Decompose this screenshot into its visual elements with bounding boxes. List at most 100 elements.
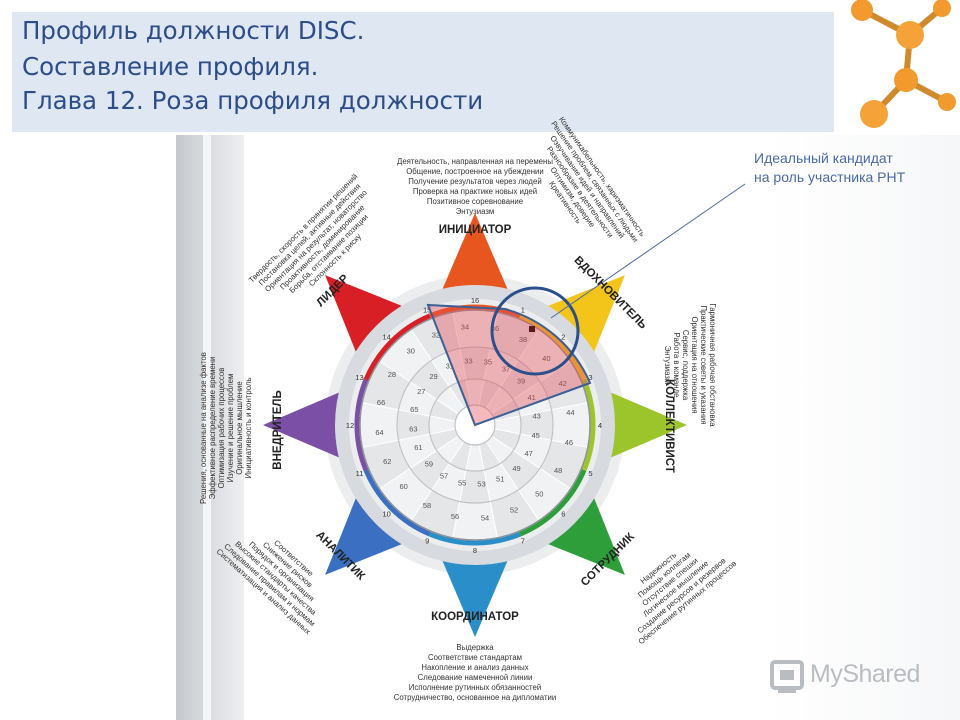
annotation-line-1: Идеальный кандидат <box>754 150 893 166</box>
ring-number: 38 <box>519 335 527 344</box>
spike-initiator <box>441 213 509 292</box>
ring-number: 52 <box>510 506 518 515</box>
ring-number: 64 <box>375 428 383 437</box>
trait-initiator: Получение результатов через людей <box>408 177 541 186</box>
ring-number: 30 <box>407 347 415 356</box>
myshared-logo-icon <box>770 660 804 693</box>
ideal-candidate-marker <box>529 326 535 332</box>
trait-implementer: Оптимизация рабочих процессов <box>217 368 226 489</box>
trait-coordinator: Соответствие стандартам <box>428 653 522 662</box>
trait-coordinator: Выдержка <box>456 643 494 652</box>
rim-number: 13 <box>355 373 363 382</box>
rim-number: 3 <box>588 373 592 382</box>
trait-implementer: Инициативность и контроль <box>244 377 253 478</box>
rim-number: 11 <box>356 469 364 478</box>
style-label-initiator: ИНИЦИАТОР <box>439 224 512 236</box>
style-label-collectivist: КОЛЛЕКТИВИСТ <box>663 379 675 473</box>
slide-title-line-2: Составление профиля. <box>22 52 319 81</box>
spike-supporter <box>546 496 625 575</box>
ring-number: 27 <box>417 387 425 396</box>
outer-gray-ring <box>335 285 615 565</box>
ring-number: 41 <box>527 393 535 402</box>
style-label-coordinator: КООРДИНАТОР <box>431 611 519 623</box>
rim-arc-supporter <box>519 469 587 537</box>
rim-number: 8 <box>473 546 477 555</box>
ring-number: 61 <box>414 443 422 452</box>
ring-number: 32 <box>432 330 440 339</box>
spike-inspirer <box>546 275 625 354</box>
ring-number: 40 <box>542 354 550 363</box>
ring-number: 65 <box>410 405 418 414</box>
ring-number: 55 <box>458 479 466 488</box>
trait-initiator: Позитивное соревнование <box>427 197 523 206</box>
ring-number: 29 <box>429 372 437 381</box>
ring-number: 58 <box>423 501 431 510</box>
trait-collectivist: Энтузиазм <box>663 346 672 385</box>
ring-number: 43 <box>532 412 540 421</box>
trait-collectivist: Сервис, поддержка <box>681 330 690 401</box>
disc-edge <box>359 309 591 541</box>
myshared-logo-text: MyShared <box>810 660 920 688</box>
ring-number: 44 <box>566 408 574 417</box>
slide-title-line-1: Профиль должности DISC. <box>22 16 365 45</box>
rim-arc-coordinator <box>428 531 522 546</box>
ring-number: 42 <box>559 379 567 388</box>
trait-collectivist: Ориентация на отношения <box>690 316 699 413</box>
ring-line-3 <box>454 404 496 446</box>
rim-number: 9 <box>425 536 429 545</box>
annotation-label: Идеальный кандидат на роль участника РНТ <box>754 149 905 187</box>
ring-number: 50 <box>535 489 543 498</box>
ring-number: 33 <box>464 356 472 365</box>
rim-number: 5 <box>588 469 592 478</box>
molecule-decoration-icon <box>851 0 956 128</box>
ring-number: 49 <box>512 464 520 473</box>
rim-number: 16 <box>471 296 479 305</box>
ring-line-1 <box>396 346 554 504</box>
rim-arc-inspirer <box>519 313 587 381</box>
rim-number: 2 <box>561 333 565 342</box>
rim-number: 15 <box>423 306 431 315</box>
trait-collectivist: Практические советы и указания <box>699 305 708 424</box>
ring-line-2 <box>428 378 522 472</box>
slide-title-line-3: Глава 12. Роза профиля должности <box>22 86 484 115</box>
ring-number: 60 <box>399 482 407 491</box>
sector-12-0 <box>359 401 400 449</box>
trait-implementer: Изучение и решение проблем <box>226 374 235 483</box>
ring-number: 46 <box>565 438 573 447</box>
rim-number: 1 <box>521 306 525 315</box>
ring-number: 39 <box>517 377 525 386</box>
rim-number: 12 <box>346 421 354 430</box>
trait-coordinator: Сотрудничество, основанное на дипломатии <box>394 693 557 702</box>
trait-implementer: Оригинальное мышление <box>235 381 244 474</box>
trait-coordinator: Исполнение рутинных обязанностей <box>409 683 541 692</box>
ring-number: 36 <box>491 324 499 333</box>
trait-initiator: Энтузиазм <box>456 207 495 216</box>
left-decorative-stripe <box>203 135 211 720</box>
ring-number: 35 <box>484 357 492 366</box>
style-label-implementer: ВНЕДРИТЕЛЬ <box>272 390 284 469</box>
annotation-pointer-line <box>550 183 746 319</box>
rim-number: 4 <box>598 421 602 430</box>
annotation-line-2: на роль участника РНТ <box>754 169 906 185</box>
rim-arc-analyst <box>363 469 431 537</box>
trait-collectivist: Гармоничная рабочая обстановка <box>708 303 717 427</box>
rim-number: 6 <box>561 509 565 518</box>
spike-coordinator <box>441 558 509 637</box>
trait-implementer: Эффективное распределение времени <box>208 357 217 500</box>
ring-number: 48 <box>554 466 562 475</box>
ring-number: 47 <box>525 449 533 458</box>
ring-number: 28 <box>388 370 396 379</box>
ring-number: 37 <box>502 364 510 373</box>
spike-analyst <box>325 496 404 575</box>
trait-coordinator: Следование намеченной линии <box>418 673 533 682</box>
rim-arc-leader <box>363 313 431 381</box>
ideal-candidate-circle <box>490 286 580 376</box>
rim-number: 14 <box>382 333 390 342</box>
trait-initiator: Общение, построенное на убеждении <box>406 167 544 176</box>
ring-number: 51 <box>496 475 504 484</box>
spike-leader <box>325 275 404 354</box>
ring-number: 54 <box>481 513 489 522</box>
right-background <box>766 135 960 720</box>
ring-number: 63 <box>409 424 417 433</box>
ring-number: 34 <box>461 323 469 332</box>
